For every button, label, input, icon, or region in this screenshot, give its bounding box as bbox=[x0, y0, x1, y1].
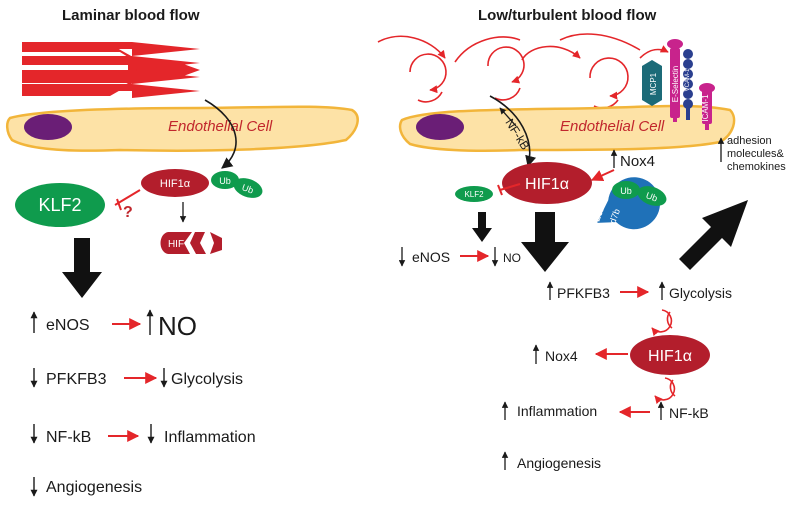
endothelial-cell-left bbox=[6, 105, 359, 152]
ub-label-right-2: Ub bbox=[645, 190, 659, 203]
hif1a-label-right: HIF1α bbox=[525, 176, 569, 193]
icam-label: ICAM-1 bbox=[701, 94, 710, 122]
hif1a-node-loop bbox=[630, 335, 710, 375]
laminar-title: Laminar blood flow bbox=[62, 7, 200, 24]
nucleus-left bbox=[24, 114, 72, 140]
nfkb-label-left: NF-kB bbox=[46, 429, 91, 446]
mcp1-label: MCP1 bbox=[649, 72, 658, 95]
laminar-flow-arrows bbox=[22, 42, 200, 98]
hif1a-node-right bbox=[502, 162, 592, 204]
ub-node-right-2 bbox=[637, 186, 667, 206]
hif-fragment-label: HIF bbox=[168, 239, 184, 250]
adhesion-line-3: chemokines bbox=[727, 161, 786, 173]
inflammation-label-right: Inflammation bbox=[517, 403, 597, 419]
laminar-outcomes: eNOS NO PFKFB3 Glycolysis NF-kB Inflamma… bbox=[30, 309, 256, 497]
glycolysis-label-right: Glycolysis bbox=[669, 285, 732, 301]
small-down-arrow bbox=[472, 212, 492, 242]
klf2-node-right bbox=[455, 186, 493, 202]
flow-to-klf2-arrow bbox=[204, 99, 237, 169]
glycolysis-label-left: Glycolysis bbox=[171, 371, 243, 388]
hif1a-label-loop: HIF1α bbox=[648, 348, 692, 365]
ub-node-right-1 bbox=[612, 181, 640, 199]
angiogenesis-label-left: Angiogenesis bbox=[46, 479, 142, 496]
klf2-label-right: KLF2 bbox=[464, 190, 484, 199]
adhesion-line-1: adhesion bbox=[727, 135, 772, 147]
pfkfb3-label-left: PFKFB3 bbox=[46, 371, 107, 388]
nucleus-right bbox=[416, 114, 464, 140]
icam-molecule bbox=[699, 83, 715, 130]
turbulent-title: Low/turbulent blood flow bbox=[478, 7, 657, 24]
adhesion-line-2: molecules& bbox=[727, 148, 785, 160]
big-down-arrow-right bbox=[521, 212, 569, 272]
e-selectin-label: E-Selectin bbox=[671, 66, 680, 102]
question-mark: ? bbox=[123, 204, 133, 221]
nox4-top-label: Nox4 bbox=[620, 153, 655, 170]
big-down-arrow-left bbox=[62, 238, 102, 298]
mcp1-hexagon bbox=[642, 60, 662, 106]
cell-label-right: Endothelial Cell bbox=[560, 118, 665, 135]
ub-label-left-2: Ub bbox=[241, 182, 255, 195]
hif1a-node-left bbox=[141, 169, 209, 197]
cell-label-left: Endothelial Cell bbox=[168, 118, 273, 135]
klf2-label: KLF2 bbox=[38, 195, 81, 215]
no-label-left: NO bbox=[158, 311, 197, 341]
klf2-node bbox=[15, 183, 105, 227]
hif1a-label-left: HIF1α bbox=[160, 178, 191, 190]
inflammation-label-left: Inflammation bbox=[164, 429, 256, 446]
ub-label-right-1: Ub bbox=[620, 186, 632, 196]
hif-nfkb-loop bbox=[654, 377, 676, 405]
ub-label-left-1: Ub bbox=[219, 176, 231, 186]
flow-to-hif-arrow bbox=[489, 95, 537, 168]
vcam-label: VCAM-1 bbox=[685, 68, 691, 91]
inhibition-bar bbox=[497, 184, 503, 196]
inhibition-bar bbox=[116, 198, 122, 211]
nox4-label: Nox4 bbox=[545, 348, 578, 364]
ub-node-left-2 bbox=[233, 178, 263, 198]
hif-inhibits-klf2-line bbox=[499, 183, 521, 191]
red-arrow bbox=[590, 169, 615, 181]
ub-node-left-1 bbox=[211, 171, 239, 189]
degraded-hif-fragments bbox=[160, 232, 222, 254]
enos-label-right: eNOS bbox=[412, 249, 450, 265]
angiogenesis-label-right: Angiogenesis bbox=[517, 455, 601, 471]
enos-label-left: eNOS bbox=[46, 317, 90, 334]
e-selectin-molecule bbox=[667, 39, 683, 122]
pfkfb3-label-right: PFKFB3 bbox=[557, 285, 610, 301]
up-arrow bbox=[499, 107, 517, 127]
turbulent-flow-swirls bbox=[377, 33, 669, 109]
glycolysis-hif-loop bbox=[651, 309, 673, 337]
big-up-right-arrow bbox=[679, 200, 748, 270]
vcam-molecule bbox=[683, 49, 693, 120]
no-label-right: NO bbox=[503, 251, 521, 265]
nfkb-label-right: NF-kB bbox=[669, 405, 709, 421]
